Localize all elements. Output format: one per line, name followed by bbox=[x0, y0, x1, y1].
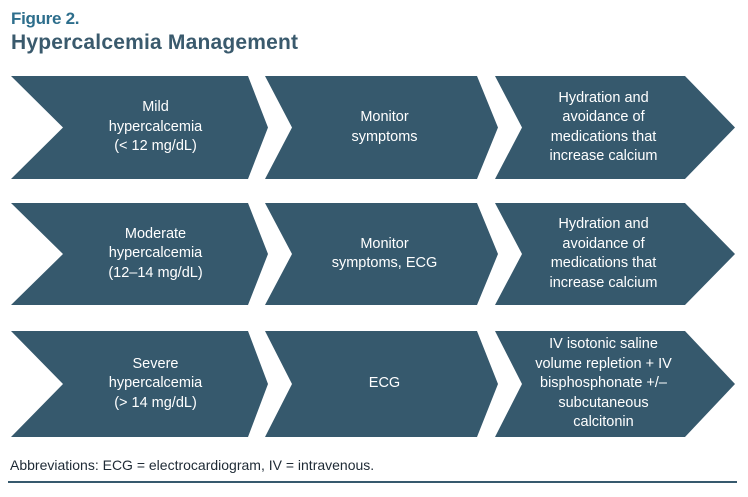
flow-arrow-severe-treatment: IV isotonic saline volume repletion + IV… bbox=[495, 331, 735, 437]
flow-arrow-moderate-treatment: Hydration and avoidance of medications t… bbox=[495, 203, 735, 305]
flow-arrow-mild-severity: Mild hypercalcemia (< 12 mg/dL) bbox=[11, 76, 268, 179]
flow-arrow-label: ECG bbox=[368, 375, 401, 392]
flow-arrow-label: Monitor symptoms bbox=[351, 109, 418, 145]
abbreviations-footnote: Abbreviations: ECG = electrocardiogram, … bbox=[10, 457, 375, 473]
flow-arrow-label: Severe hypercalcemia (> 14 mg/dL) bbox=[108, 355, 203, 411]
flow-arrow-label: Monitor symptoms, ECG bbox=[331, 235, 438, 272]
flow-arrow-severe-monitoring: ECG bbox=[265, 331, 498, 437]
flow-arrow-severe-severity: Severe hypercalcemia (> 14 mg/dL) bbox=[11, 331, 268, 437]
flow-row-severe: Severe hypercalcemia (> 14 mg/dL) ECG IV… bbox=[0, 331, 748, 437]
bottom-rule bbox=[8, 481, 737, 483]
flow-arrow-mild-treatment: Hydration and avoidance of medications t… bbox=[495, 76, 735, 179]
flow-arrow-mild-monitoring: Monitor symptoms bbox=[265, 76, 498, 179]
flow-arrow-label: Hydration and avoidance of medications t… bbox=[549, 216, 658, 291]
flow-arrow-label: IV isotonic saline volume repletion + IV… bbox=[535, 336, 672, 431]
flow-row-mild: Mild hypercalcemia (< 12 mg/dL) Monitor … bbox=[0, 76, 748, 179]
flow-arrow-label: Mild hypercalcemia (< 12 mg/dL) bbox=[108, 99, 203, 155]
flow-arrow-label: Moderate hypercalcemia (12–14 mg/dL) bbox=[108, 225, 203, 281]
flow-arrow-moderate-monitoring: Monitor symptoms, ECG bbox=[265, 203, 498, 305]
figure-title: Hypercalcemia Management bbox=[11, 31, 299, 54]
flow-row-moderate: Moderate hypercalcemia (12–14 mg/dL) Mon… bbox=[0, 203, 748, 305]
flow-arrow-label: Hydration and avoidance of medications t… bbox=[549, 89, 658, 165]
flow-arrow-moderate-severity: Moderate hypercalcemia (12–14 mg/dL) bbox=[11, 203, 268, 305]
figure-label: Figure 2. bbox=[11, 9, 80, 28]
